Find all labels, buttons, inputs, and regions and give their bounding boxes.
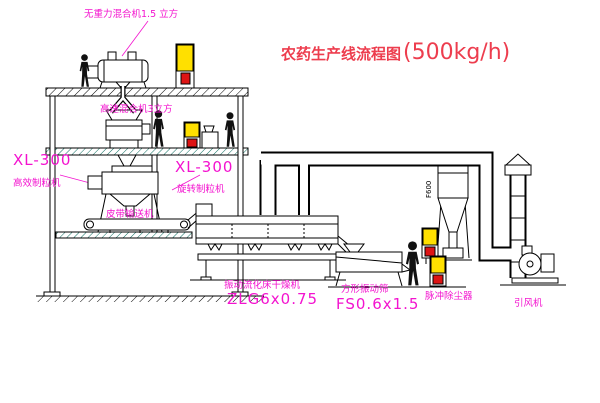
label-dryer: 振动流化床干燥机 bbox=[224, 280, 301, 291]
high-speed-mixer bbox=[105, 109, 151, 148]
person-icon bbox=[224, 112, 236, 147]
control-cabinet-right-1 bbox=[421, 227, 439, 264]
rotary-granulator bbox=[87, 154, 163, 233]
induced-draft-fan bbox=[500, 245, 566, 286]
label-gravity-mixer: 无重力混合机1.5 立方 bbox=[84, 9, 179, 20]
person-icon bbox=[79, 54, 90, 87]
vibrating-screen bbox=[328, 243, 466, 288]
label-screen-model: FS0.6x1.5 bbox=[336, 295, 420, 313]
aux-machine bbox=[201, 125, 219, 149]
label-dust-collector: 脉冲除尘器 bbox=[425, 291, 473, 302]
label-screen: 方形振动筛 bbox=[341, 284, 389, 295]
leader-lines bbox=[59, 20, 201, 191]
label-belt-conveyor: 皮带输送机 bbox=[106, 209, 154, 220]
title-text: 农药生产线流程图 bbox=[281, 45, 402, 63]
dust-collector-stack bbox=[504, 153, 532, 263]
control-cabinet-mid bbox=[183, 121, 201, 149]
cyclone-separator bbox=[436, 165, 472, 261]
fluid-bed-dryer bbox=[190, 203, 351, 281]
label-fan: 引风机 bbox=[514, 298, 543, 309]
title-capacity: (500kg/h) bbox=[403, 40, 511, 65]
page-title: 农药生产线流程图 (500kg/h) bbox=[281, 40, 510, 65]
control-cabinet-top bbox=[175, 43, 195, 89]
label-granulator-left: 高效制粒机 bbox=[13, 178, 61, 189]
label-xl300-right: XL-300 bbox=[175, 158, 234, 176]
label-xl300-left: XL-300 bbox=[13, 151, 72, 169]
person-icon bbox=[405, 241, 420, 286]
gravity-mixer bbox=[85, 51, 149, 91]
exhaust-ducts-core bbox=[110, 86, 525, 278]
label-granulator-right: 旋转制粒机 bbox=[177, 184, 225, 195]
building-structure bbox=[36, 87, 264, 302]
label-dryer-model: ZLG6x0.75 bbox=[227, 290, 319, 308]
cyclone-diameter-label: F600 bbox=[425, 181, 433, 198]
label-high-speed-mixer: 高速混合机3立方 bbox=[100, 104, 173, 115]
control-cabinet-right-2 bbox=[429, 255, 447, 287]
